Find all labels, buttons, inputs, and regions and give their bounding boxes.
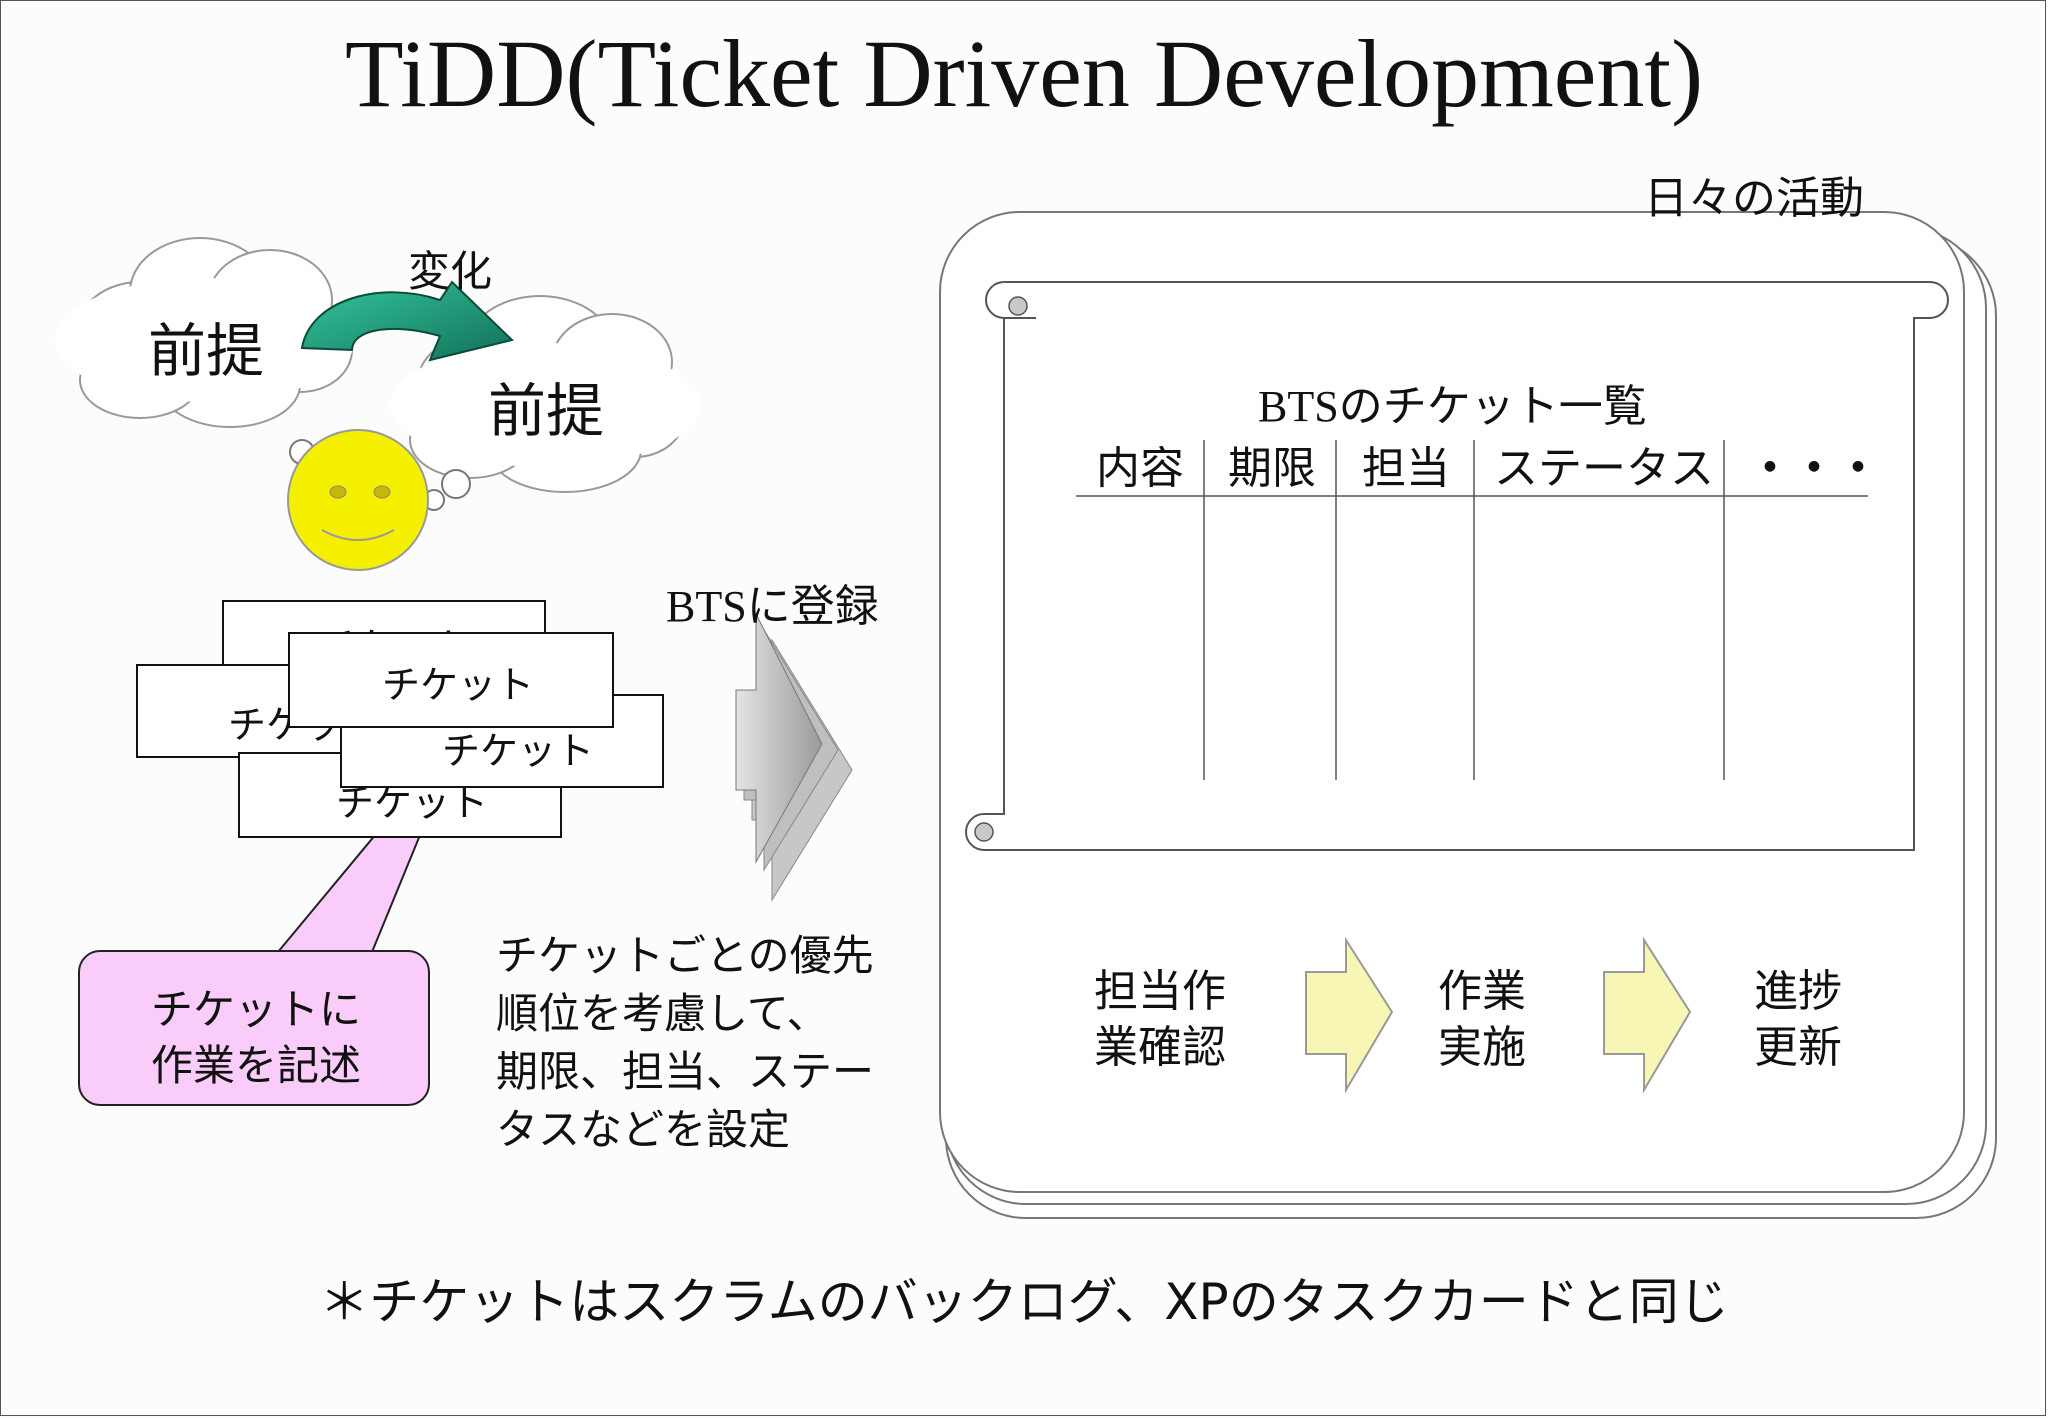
ticket-card-label: チケット: [336, 781, 489, 825]
register-to-bts-label: BTSに登録: [666, 582, 879, 631]
workflow-step-line: 進捗: [1754, 966, 1842, 1017]
register-arrow-icon: [735, 613, 853, 902]
workflow-step-line: 業確認: [1094, 1022, 1226, 1073]
workflow-arrow-icon: [1305, 936, 1394, 1094]
column-header-content: 内容: [1096, 443, 1184, 494]
column-header-deadline: 期限: [1228, 443, 1316, 494]
workflow-step-line: 実施: [1438, 1022, 1526, 1073]
premise-cloud-after: [390, 295, 700, 493]
workflow-step-line: 作業: [1438, 966, 1526, 1017]
footnote: ＊チケットはスクラムのバックログ、XPのタスクカードと同じ: [319, 1273, 1729, 1331]
workflow-step-line: 担当作: [1094, 966, 1226, 1017]
thought-bubble-small: [441, 469, 471, 499]
workflow-arrow-icon: [1603, 936, 1692, 1094]
ticket-card-front-label: チケット: [382, 663, 535, 707]
premise-after-label: 前提: [488, 377, 605, 445]
workflow-step-update: 進捗 更新: [1718, 964, 1878, 1076]
column-header-more: ・・・: [1748, 443, 1880, 494]
change-label: 変化: [408, 247, 493, 296]
premise-cloud-before: [55, 237, 355, 428]
bts-list-grid: [1076, 440, 1868, 780]
daily-activity-label: 日々の活動: [1644, 173, 1864, 224]
description-line-2: 順位を考慮して、: [496, 989, 829, 1038]
smiley-face-icon: [287, 429, 429, 571]
ticket-card-front: チケット: [288, 632, 614, 728]
bts-ticket-scroll: [965, 281, 1949, 851]
workflow-step-line: 更新: [1754, 1022, 1842, 1073]
bts-list-title: BTSのチケット一覧: [1258, 382, 1647, 431]
ticket-card-label: チケット: [442, 729, 595, 773]
change-arrow-icon: [300, 280, 514, 362]
description-line-4: タスなどを設定: [496, 1105, 791, 1154]
description-line-1: チケットごとの優先: [496, 931, 874, 980]
workflow-step-check: 担当作 業確認: [1080, 964, 1240, 1076]
slide-title: TiDD(Ticket Driven Development): [344, 20, 1704, 127]
premise-before-label: 前提: [148, 317, 265, 385]
callout-line-2: 作業を記述: [150, 1041, 361, 1090]
workflow-step-execute: 作業 実施: [1402, 964, 1562, 1076]
column-header-assignee: 担当: [1362, 443, 1450, 494]
column-header-status: ステータス: [1494, 443, 1714, 494]
ticket-work-callout: チケットに 作業を記述: [78, 950, 430, 1106]
description-line-3: 期限、担当、ステー: [496, 1047, 875, 1096]
callout-line-1: チケットに: [150, 985, 361, 1034]
